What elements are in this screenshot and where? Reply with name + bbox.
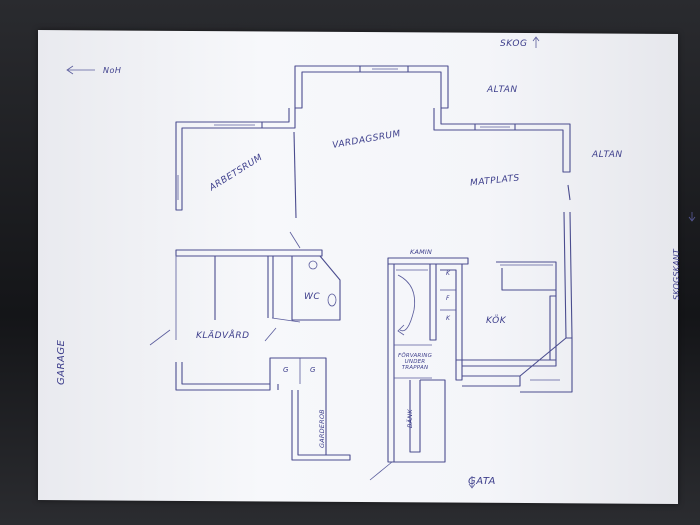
cabinet-k3: K xyxy=(446,315,451,322)
forest-edge-arrow-icon xyxy=(688,212,696,222)
room-altan-right: ALTAN xyxy=(592,150,623,160)
cabinet-k2: F xyxy=(446,295,450,302)
room-forvaring: FÖRVARING UNDER TRAPPAN xyxy=(397,353,433,371)
room-altan-top: ALTAN xyxy=(487,85,518,95)
stair-walls xyxy=(369,257,469,481)
forest-arrow-icon xyxy=(532,36,540,48)
closet-g-left: G xyxy=(283,366,289,374)
room-kok: KÖK xyxy=(486,316,507,326)
room-bank: BÄNK xyxy=(406,409,414,428)
forest-label: SKOG xyxy=(500,39,528,49)
upper-left-walls xyxy=(175,108,297,219)
upper-right-walls xyxy=(433,108,573,339)
room-kladvard: KLÄDVÅRD xyxy=(196,331,250,341)
street-label: GATA xyxy=(468,476,496,487)
middle-partition-walls xyxy=(149,231,341,346)
north-arrow-icon xyxy=(66,65,95,75)
kitchen-walls xyxy=(456,261,573,393)
room-garage: GARAGE xyxy=(56,339,67,385)
room-kamin: KAMIN xyxy=(410,248,433,256)
north-label: NoH xyxy=(103,66,122,75)
closet-g-right: G xyxy=(310,366,316,374)
room-wc: WC xyxy=(304,292,321,302)
forest-edge-label: SKOGSKANT xyxy=(672,248,681,300)
street-arrow-icon xyxy=(468,476,476,489)
room-garderob: GARDEROB xyxy=(318,409,326,448)
cabinet-k1: K xyxy=(446,270,451,277)
bottom-left-walls xyxy=(175,357,351,461)
bay-window-walls xyxy=(294,65,449,109)
